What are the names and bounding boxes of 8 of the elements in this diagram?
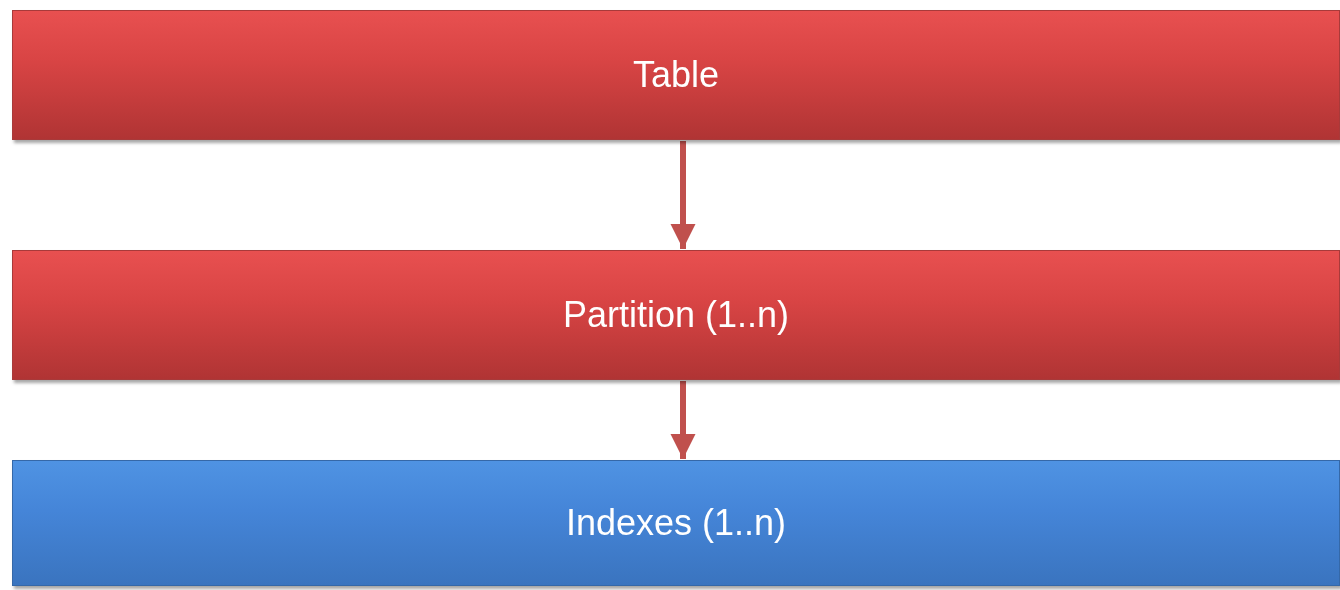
process-box (12, 460, 1340, 586)
arrow (670, 141, 696, 249)
process-box (12, 250, 1340, 380)
arrow (670, 381, 696, 459)
box-label: Table (632, 54, 720, 96)
process-box (12, 10, 1340, 140)
box-label: Partition (1..n) (562, 294, 790, 336)
box-label: Indexes (1..n) (565, 502, 787, 544)
